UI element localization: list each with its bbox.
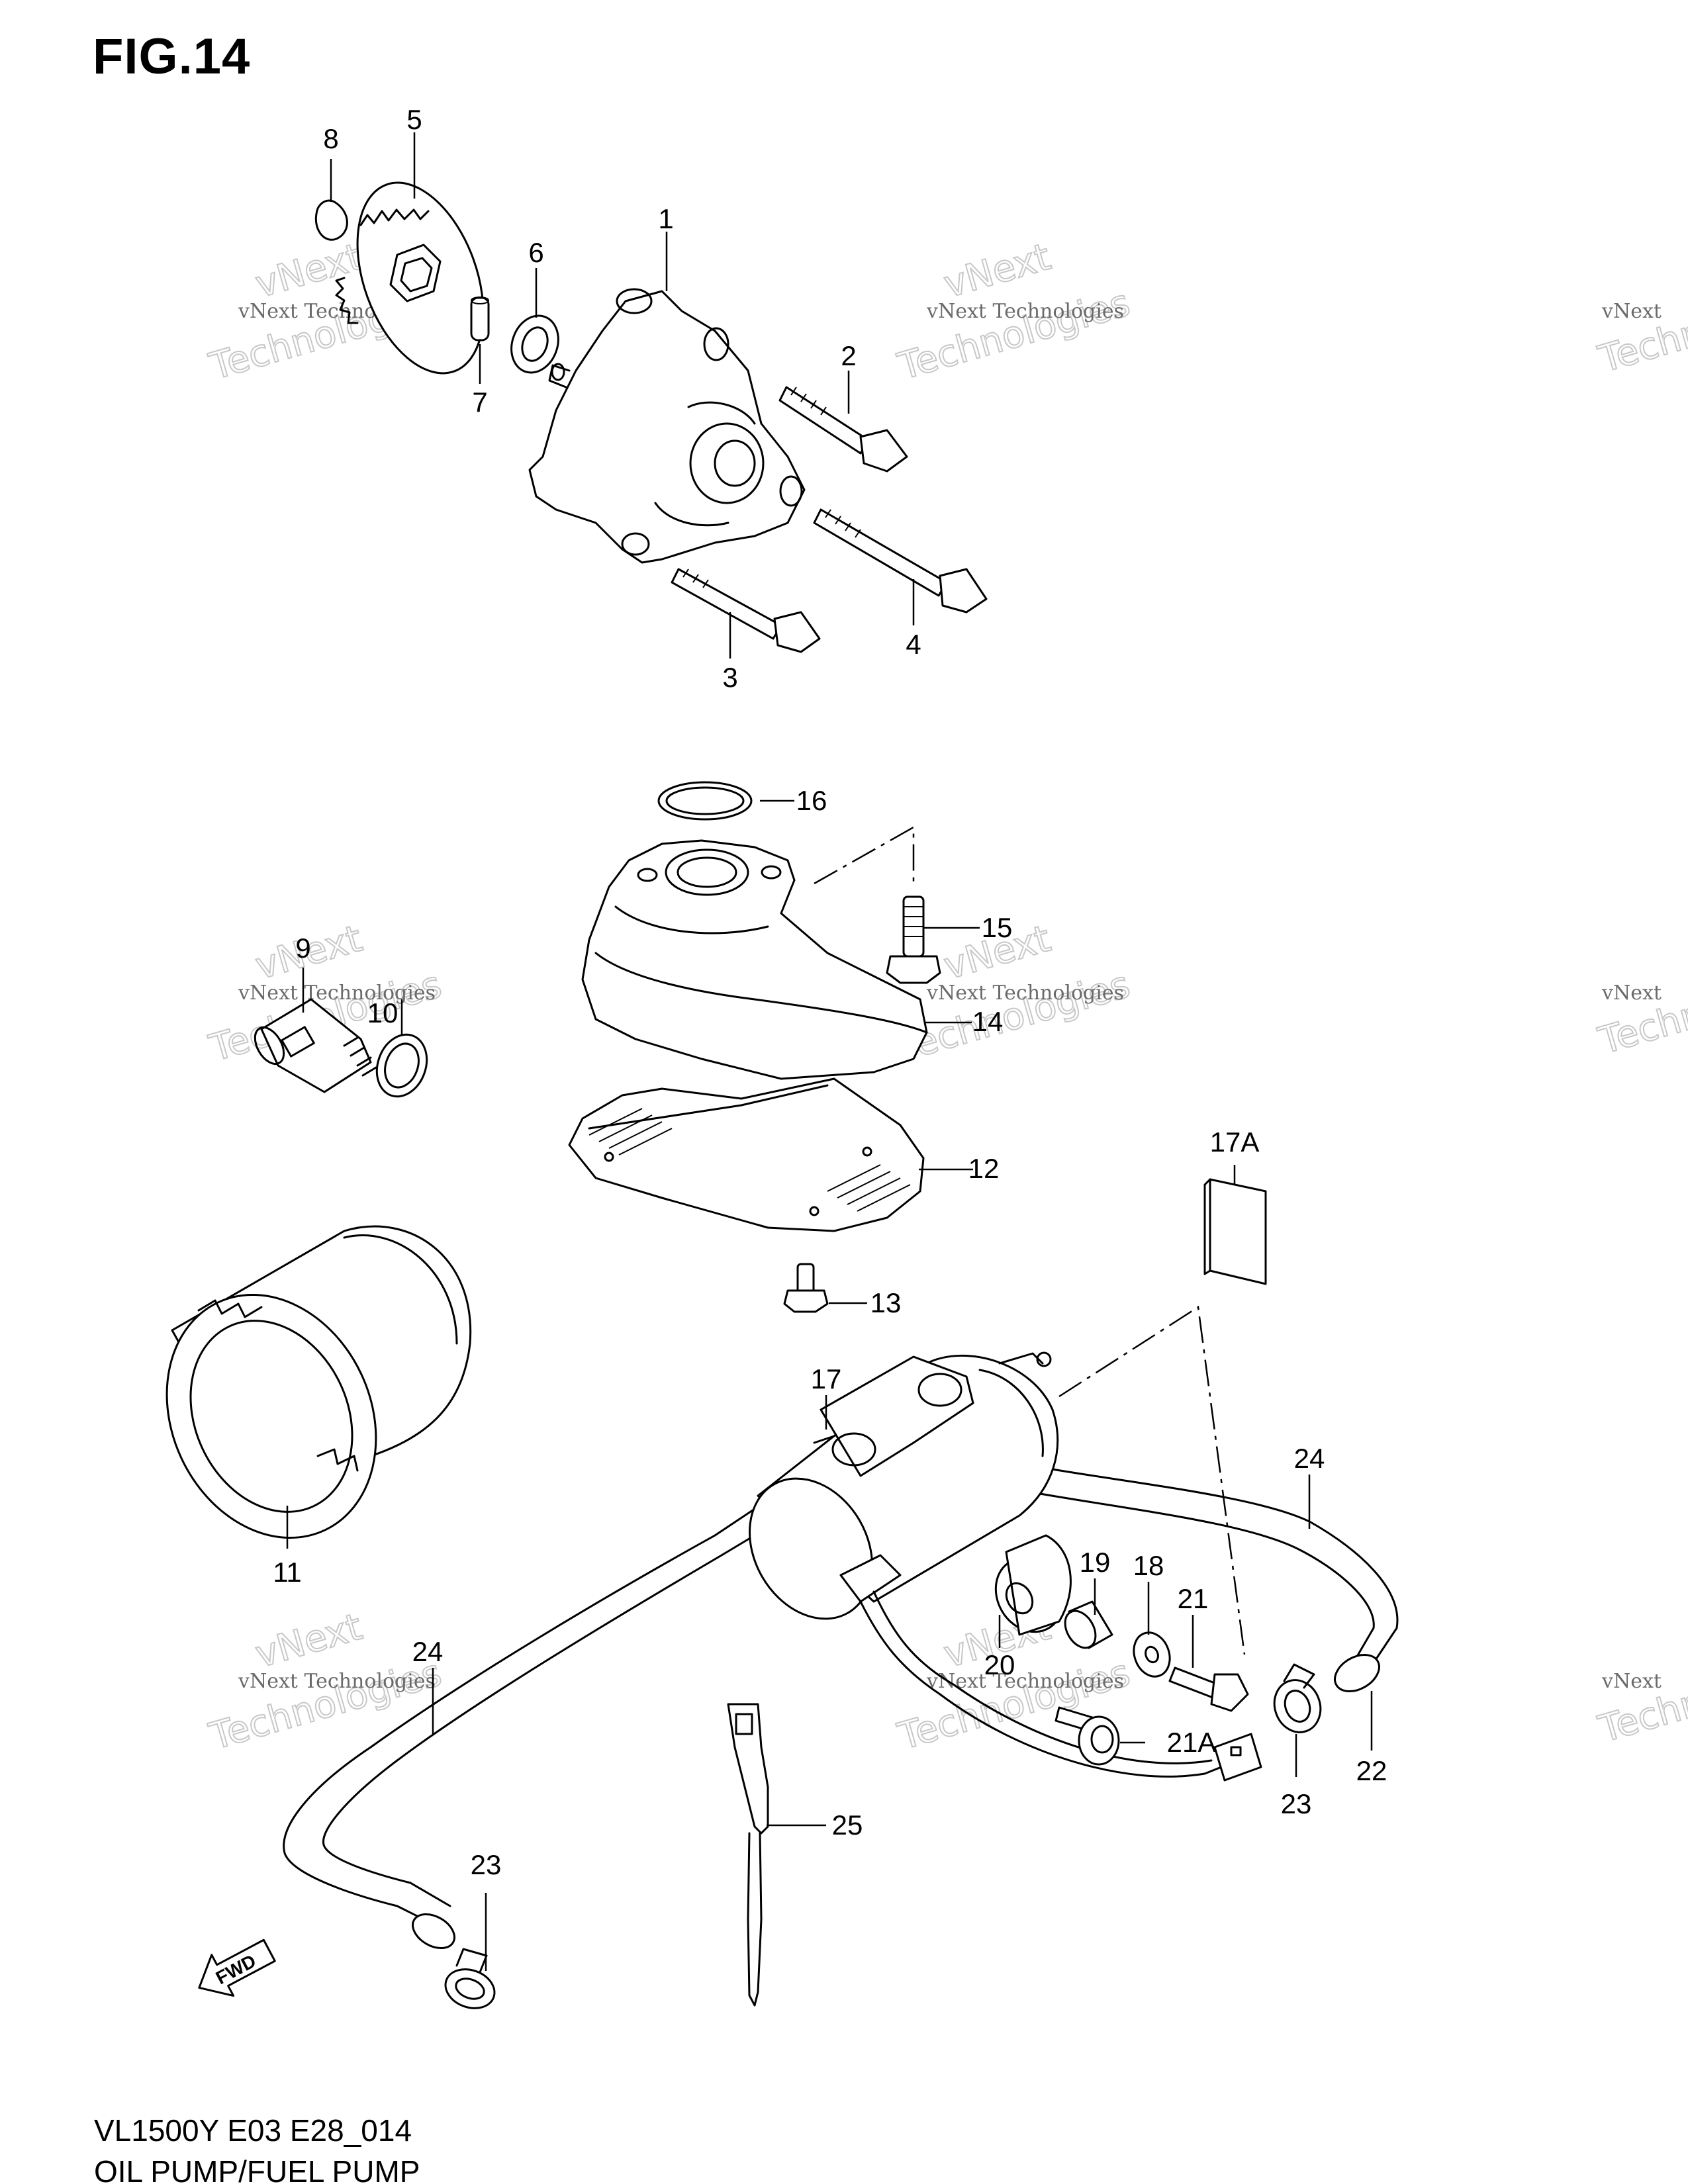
- part-18-washer: [1133, 1631, 1171, 1678]
- svg-text:vNext Technologies: vNext Technologies: [926, 1670, 1124, 1693]
- callout-7: 7: [472, 387, 487, 418]
- callout-10: 10: [367, 997, 399, 1028]
- part-24-fuel-hose-left: [283, 1508, 756, 1950]
- callout-21a: 21A: [1167, 1727, 1217, 1758]
- callout-labels: 1 2 3 4 5 6 7 8 9 10 11 12 13 14 15 16 1…: [273, 104, 1387, 1880]
- callout-13: 13: [870, 1287, 902, 1318]
- part-16-o-ring: [657, 781, 753, 821]
- callout-12: 12: [968, 1153, 1000, 1184]
- svg-text:vNext: vNext: [1601, 981, 1662, 1005]
- svg-text:Technologies: Technologies: [893, 281, 1135, 388]
- figure-title: FIG.14: [93, 28, 251, 85]
- svg-text:vNext Technologies: vNext Technologies: [238, 1670, 436, 1693]
- callout-3: 3: [722, 662, 737, 693]
- part-14-strainer-housing: [581, 839, 928, 1080]
- callout-21: 21: [1178, 1583, 1209, 1614]
- callout-4: 4: [906, 629, 921, 660]
- callout-25: 25: [832, 1809, 863, 1841]
- svg-text:Technologies: Technologies: [205, 1651, 446, 1758]
- callout-17: 17: [811, 1363, 842, 1394]
- part-13-bolt: [783, 1263, 829, 1313]
- svg-text:vNext Technologies: vNext Technologies: [238, 981, 436, 1005]
- callout-9: 9: [295, 933, 310, 964]
- callout-18: 18: [1133, 1550, 1164, 1581]
- part-24-fuel-hose-right: [1031, 1465, 1399, 1692]
- svg-text:vNext Technologies: vNext Technologies: [926, 981, 1124, 1005]
- part-7-pin: [470, 296, 490, 341]
- fwd-direction-marker: FWD: [198, 1938, 276, 1997]
- callout-6: 6: [528, 237, 543, 268]
- part-20-rubber-mount: [994, 1534, 1072, 1636]
- part-21-bolt: [1168, 1666, 1249, 1712]
- part-9-plug: [254, 998, 377, 1093]
- callout-17a: 17A: [1210, 1126, 1260, 1158]
- part-17a-label: [1203, 1178, 1267, 1285]
- part-8-circlip: [314, 199, 348, 241]
- callout-15: 15: [982, 912, 1013, 943]
- svg-text:vNext: vNext: [251, 236, 367, 307]
- callout-19: 19: [1080, 1547, 1111, 1578]
- part-25-cable-tie: [727, 1703, 769, 2007]
- svg-text:vNext: vNext: [939, 236, 1055, 307]
- callout-23-left: 23: [471, 1849, 502, 1880]
- part-21a-bolt: [1055, 1706, 1120, 1766]
- part-23-clamp-left: [444, 1948, 496, 2009]
- part-1-oil-pump-body: [528, 288, 806, 564]
- part-15-bolt: [886, 895, 941, 984]
- part-6-washer: [510, 314, 559, 374]
- section-name: OIL PUMP/FUEL PUMP: [94, 2155, 420, 2184]
- callout-24-right: 24: [1294, 1443, 1325, 1474]
- assembly-line-17a: [1058, 1305, 1246, 1655]
- part-23-clamp-right: [1273, 1663, 1322, 1733]
- callout-20: 20: [984, 1649, 1015, 1680]
- part-19-collar: [1064, 1600, 1113, 1649]
- model-code: VL1500Y E03 E28_014: [94, 2113, 412, 2148]
- callout-8: 8: [323, 123, 338, 154]
- part-2-bolt: [778, 386, 908, 473]
- part-12-strainer: [568, 1077, 925, 1232]
- part-5-drive-gear: [335, 181, 485, 375]
- part-17-fuel-pump: [749, 1351, 1262, 1782]
- part-11-oil-filter: [165, 1225, 472, 1539]
- callout-24-left: 24: [412, 1636, 444, 1667]
- part-10-gasket: [375, 1033, 428, 1098]
- callout-22: 22: [1356, 1755, 1387, 1786]
- svg-text:vNext: vNext: [1601, 300, 1662, 323]
- part-3-bolt: [671, 568, 821, 653]
- svg-text:vNext: vNext: [251, 1606, 367, 1677]
- leader-lines: [286, 132, 1373, 1971]
- svg-text:vNext: vNext: [1601, 1670, 1662, 1693]
- callout-16: 16: [796, 785, 827, 816]
- part-4-bolt: [813, 508, 988, 614]
- callout-14: 14: [972, 1006, 1004, 1037]
- callout-2: 2: [841, 340, 856, 371]
- callout-1: 1: [658, 203, 673, 234]
- callout-23-right: 23: [1281, 1788, 1312, 1819]
- assembly-line-15: [814, 825, 915, 887]
- callout-5: 5: [406, 104, 422, 135]
- callout-11: 11: [273, 1557, 302, 1588]
- svg-text:vNext Technologies: vNext Technologies: [926, 300, 1124, 323]
